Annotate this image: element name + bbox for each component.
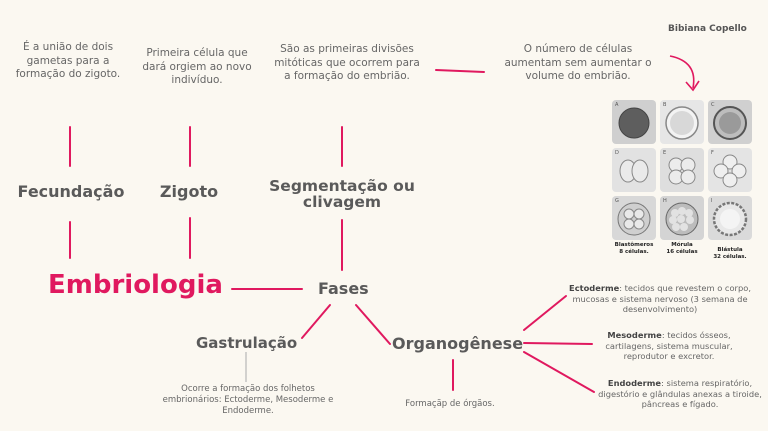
line-fases-organogenese [355,304,391,345]
line-segmentacao-note [435,69,485,73]
ectoderme-text: Ectoderme: tecidos que revestem o corpo,… [569,283,751,314]
panel-a: A [612,100,656,144]
segmentacao-title: Segmentação ou clivagem [269,177,415,211]
segmentacao-description: São as primeiras divisões mitóticas que … [274,43,420,82]
panel-b: B [660,100,704,144]
celulas-note: O número de células aumentam sem aumenta… [504,43,652,82]
ectoderme-name: Ectoderme [569,283,620,293]
line-fases-gastrulacao [301,304,331,339]
organogenese-description: Formaçãp de órgãos. [405,399,495,409]
mesoderme-text: Mesoderme: tecidos ósseos, cartilagens, … [605,330,733,361]
fecundacao-description: É a união de dois gametas para a formaçã… [15,41,121,80]
panel-e: E [660,148,704,192]
panel-f: F [708,148,752,192]
panel-d: D [612,148,656,192]
embryo-image-grid: A B C D E F G H I [612,100,752,240]
endoderme-name: Endoderme [607,378,662,388]
panel-h: H [660,196,704,240]
fecundacao-title: Fecundação [17,182,125,201]
main-title: Embriologia [48,270,223,300]
panel-g: G [612,196,656,240]
line-organo-mesoderme [523,342,593,345]
gastrulacao-title: Gastrulação [196,334,298,352]
panel-c: C [708,100,752,144]
zigoto-title: Zigoto [159,182,219,201]
arrow-curve [669,55,695,89]
mesoderme-name: Mesoderme [607,330,662,340]
line-organo-endoderme [523,351,595,393]
arrow-head [685,80,700,92]
endoderme-text: Endoderme: sistema respiratório, digestó… [598,378,762,409]
zigoto-description: Primeira célula que dará orgiem ao novo … [142,47,252,86]
gastrulacao-description: Ocorre a formação dos folhetos embrionár… [162,384,334,416]
panel-i: I [708,196,752,240]
fases-label: Fases [318,279,369,298]
author-name: Bibiana Copello [668,24,747,34]
organogenese-title: Organogênese [392,334,524,353]
line-organo-ectoderme [523,295,567,331]
